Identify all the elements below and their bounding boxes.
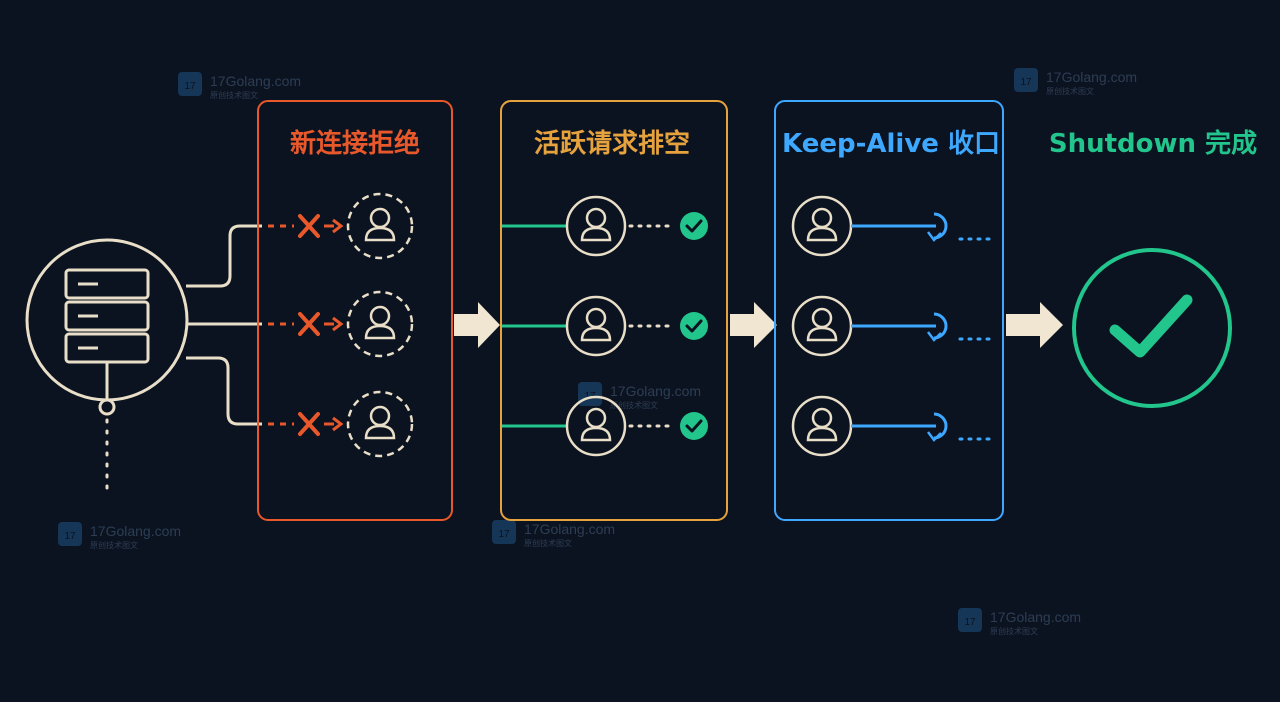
watermark-logo-icon: [178, 72, 202, 96]
watermark-tagline: 原创技术图文: [90, 540, 138, 550]
watermark-tagline: 原创技术图文: [610, 400, 658, 410]
watermark-logo-text: 17: [184, 81, 196, 92]
keepalive-connection: [791, 195, 992, 257]
watermark-logo-icon: [492, 520, 516, 544]
watermark-site: 17Golang.com: [1046, 69, 1137, 85]
stage-done-title: Shutdown 完成: [1049, 128, 1257, 159]
user-icon: [806, 307, 838, 342]
server-branch-line: [186, 224, 262, 288]
watermark-logo-text: 17: [64, 531, 76, 542]
user-slot-dashed: [346, 192, 414, 260]
loop-icon: [927, 412, 948, 442]
watermark-logo-text: 17: [964, 617, 976, 628]
user-slot-dashed: [346, 390, 414, 458]
rejected-connection: [268, 290, 414, 358]
server-branch-line: [186, 356, 262, 426]
watermark: 17 17Golang.com 原创技术图文: [58, 522, 181, 550]
flow-arrow-icon: [454, 302, 500, 348]
server-node: [25, 224, 262, 492]
server-port: [98, 398, 116, 416]
user-icon: [806, 407, 838, 442]
watermark-site: 17Golang.com: [610, 383, 701, 399]
stage-done: Shutdown 完成: [1049, 128, 1257, 408]
x-mark-icon: [298, 312, 320, 336]
stage-drain-title: 活跃请求排空: [534, 128, 690, 159]
watermark-logo-icon: [1014, 68, 1038, 92]
big-check-icon: [1109, 294, 1193, 358]
user-icon: [364, 305, 396, 340]
keepalive-connection: [791, 395, 992, 457]
x-mark-icon: [298, 214, 320, 238]
flow-arrow-icon: [730, 302, 777, 348]
watermark-logo-icon: [58, 522, 82, 546]
user-icon: [580, 207, 612, 242]
watermark-tagline: 原创技术图文: [990, 626, 1038, 636]
check-circle-icon: [680, 312, 708, 340]
user-icon: [580, 307, 612, 342]
watermark: 17 17Golang.com 原创技术图文: [178, 72, 301, 100]
flow-arrow-icon: [1006, 302, 1063, 348]
user-slot-dashed: [346, 290, 414, 358]
keepalive-connection: [791, 295, 992, 357]
draining-request: [502, 395, 708, 457]
rejected-connection: [268, 390, 414, 458]
watermark-logo-text: 17: [498, 529, 510, 540]
watermark-tagline: 原创技术图文: [210, 90, 258, 100]
user-icon: [806, 207, 838, 242]
stage-drain: 活跃请求排空: [500, 100, 728, 521]
user-icon: [580, 407, 612, 442]
watermark: 17 17Golang.com 原创技术图文: [492, 520, 615, 548]
draining-request: [502, 295, 708, 357]
watermark: 17 17Golang.com 原创技术图文: [958, 608, 1081, 636]
watermark-tagline: 原创技术图文: [524, 538, 572, 548]
watermark-site: 17Golang.com: [90, 523, 181, 539]
watermark-logo-text: 17: [1020, 77, 1032, 88]
rejected-connection: [268, 192, 414, 260]
draining-request: [502, 195, 708, 257]
x-mark-icon: [298, 412, 320, 436]
check-circle-icon: [680, 212, 708, 240]
stage-keepalive: Keep-Alive 收口: [774, 100, 1004, 521]
stage-drain-box: [500, 100, 728, 521]
stage-reject-title: 新连接拒绝: [290, 128, 420, 159]
user-icon: [364, 207, 396, 242]
done-circle: [1072, 248, 1232, 408]
stage-keepalive-title: Keep-Alive 收口: [782, 129, 1000, 159]
watermark-logo-icon: [958, 608, 982, 632]
stage-reject-box: [257, 100, 453, 521]
server-icon: [64, 268, 150, 364]
loop-icon: [927, 212, 948, 242]
watermark: 17 17Golang.com 原创技术图文: [1014, 68, 1137, 96]
user-icon: [364, 405, 396, 440]
check-circle-icon: [680, 412, 708, 440]
watermark-site: 17Golang.com: [210, 73, 301, 89]
watermark-tagline: 原创技术图文: [1046, 86, 1094, 96]
watermark-site: 17Golang.com: [990, 609, 1081, 625]
loop-icon: [927, 312, 948, 342]
stage-keepalive-box: [774, 100, 1004, 521]
watermark-site: 17Golang.com: [524, 521, 615, 537]
stage-reject: 新连接拒绝: [257, 100, 453, 521]
